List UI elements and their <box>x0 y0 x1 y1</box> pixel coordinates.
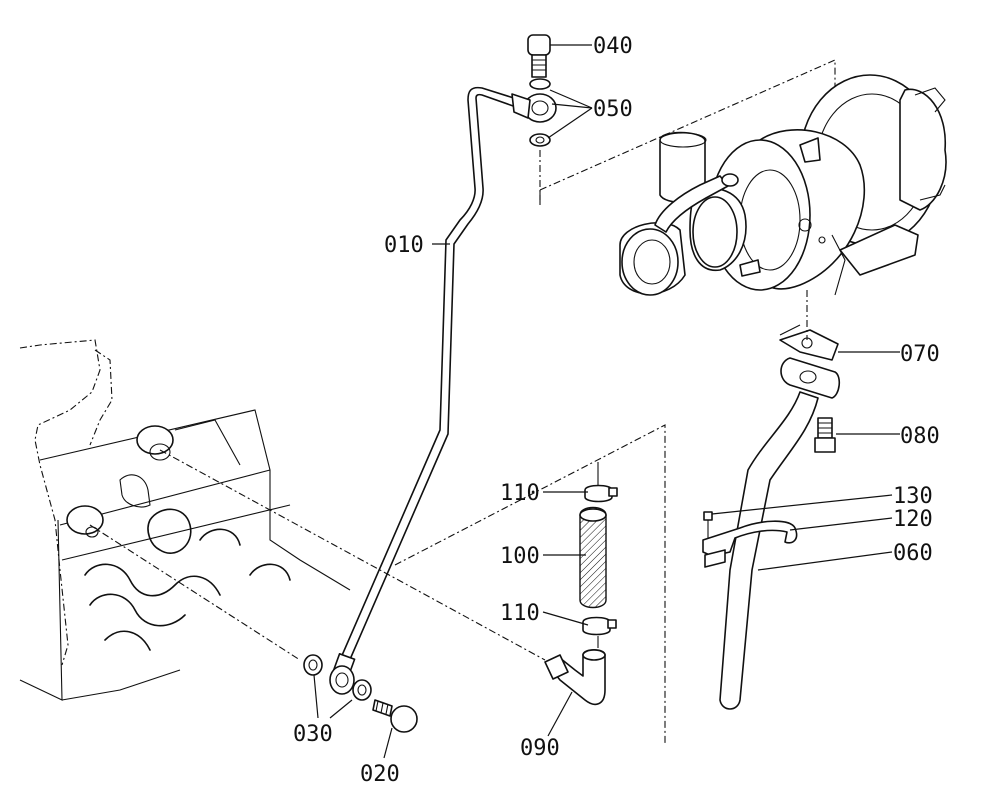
leader-lines <box>313 44 900 759</box>
callout-070: 070 <box>900 342 940 367</box>
callout-120: 120 <box>893 507 933 532</box>
callout-030: 030 <box>293 722 333 747</box>
banjo-bolt-assembly-top <box>511 34 557 200</box>
oil-pipe-010 <box>332 86 521 677</box>
callout-110-bottom: 110 <box>500 601 540 626</box>
return-pipe-060 <box>719 290 841 710</box>
callout-080: 080 <box>900 424 940 449</box>
callout-060: 060 <box>893 541 933 566</box>
callout-010: 010 <box>384 233 424 258</box>
engine-block <box>19 339 351 701</box>
callout-020: 020 <box>360 762 400 787</box>
callout-100: 100 <box>500 544 540 569</box>
callout-110-top: 110 <box>500 481 540 506</box>
callout-040: 040 <box>593 34 633 59</box>
callout-labels: 040 050 010 070 080 110 130 120 060 100 … <box>293 34 940 787</box>
turbocharger <box>539 59 947 296</box>
callout-050: 050 <box>593 97 633 122</box>
callout-090: 090 <box>520 736 560 761</box>
banjo-bolt-assembly-bottom <box>89 424 666 745</box>
return-hose-assembly <box>544 462 618 706</box>
clamp-assembly <box>702 511 798 568</box>
callout-130: 130 <box>893 484 933 509</box>
